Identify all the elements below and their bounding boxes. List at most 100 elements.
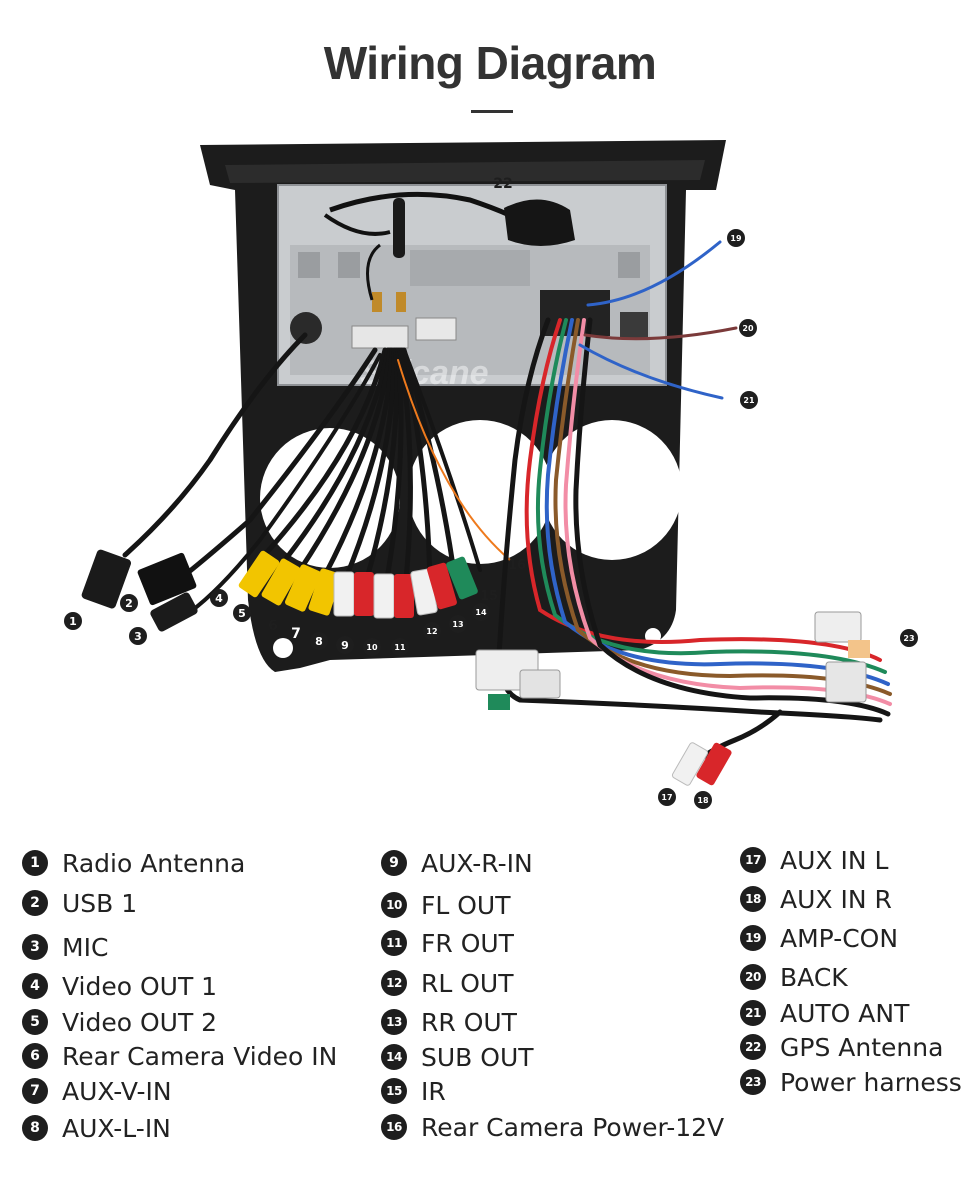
legend-label: AUX IN L [780,845,889,875]
legend-number-badge: 12 [381,970,407,996]
svg-text:5: 5 [238,607,246,620]
legend-label: AUTO ANT [780,998,910,1028]
legend-number-badge: 15 [381,1078,407,1104]
legend-label: Rear Camera Power-12V [421,1112,725,1142]
legend-item: 16 Rear Camera Power-12V [381,1112,724,1142]
legend-label: AUX-L-IN [62,1113,171,1143]
legend-label: AUX IN R [780,884,892,914]
legend-number-badge: 13 [381,1009,407,1035]
svg-text:20: 20 [742,324,754,333]
legend-number-badge: 10 [381,892,407,918]
svg-text:1: 1 [69,615,77,628]
rca-fr-out [394,574,414,618]
legend-number-badge: 7 [22,1078,48,1104]
rca-fl-out [373,573,395,619]
legend-item: 11 FR OUT [381,928,514,958]
page-title: Wiring Diagram [323,37,657,89]
legend-label: Power harness [780,1067,962,1097]
legend-number-badge: 18 [740,886,766,912]
legend-number-badge: 22 [740,1034,766,1060]
title-underline [471,110,513,113]
rca-video-out-2 [261,558,301,606]
legend-item: 17 AUX IN L [740,845,888,875]
legend-label: MIC [62,932,109,962]
legend-number-badge: 14 [381,1044,407,1070]
svg-text:11: 11 [394,643,406,652]
rca-aux-v-in [308,568,342,616]
legend-number-badge: 1 [22,850,48,876]
wiring-diagram: Seicane [64,140,918,809]
rca-aux-in-l [671,742,709,786]
gps-antenna [323,191,575,312]
rca-sub-out [446,556,478,600]
rca-video-out-1 [238,550,280,598]
svg-text:3: 3 [134,630,142,643]
legend-label: Rear Camera Video IN [62,1041,338,1071]
legend-number-badge: 8 [22,1115,48,1141]
legend-label: Video OUT 2 [62,1007,218,1037]
legend-item: 6 Rear Camera Video IN [22,1041,337,1071]
legend-item: 19 AMP-CON [740,923,898,953]
legend-label: AUX-R-IN [421,848,533,878]
legend-number-badge: 17 [740,847,766,873]
legend-number-badge: 9 [381,850,407,876]
legend-label: RR OUT [421,1007,517,1037]
svg-text:19: 19 [730,234,742,243]
legend-number-badge: 16 [381,1114,407,1140]
legend-item: 18 AUX IN R [740,884,892,914]
legend-label: FR OUT [421,928,514,958]
svg-text:10: 10 [366,643,378,652]
legend-label: IR [421,1076,446,1106]
legend-item: 23 Power harness [740,1067,962,1097]
rca-rr-out [427,562,457,610]
legend-number-badge: 20 [740,964,766,990]
legend-item: 5 Video OUT 2 [22,1007,217,1037]
rca-connectors [238,550,732,786]
legend-item: 15 IR [381,1076,446,1106]
legend-number-badge: 2 [22,890,48,916]
legend-item: 9 AUX-R-IN [381,848,533,878]
callout-labels: 1 2 3 4 5 6 7 8 9 10 11 12 13 14 15 16 1… [64,176,918,809]
rca-aux-l-in [333,571,355,617]
svg-text:22: 22 [493,176,512,192]
svg-text:9: 9 [341,639,349,652]
legend-number-badge: 19 [740,925,766,951]
cable-bundle [81,240,892,763]
svg-text:14: 14 [475,608,487,617]
legend-item: 20 BACK [740,962,848,992]
legend-item: 21 AUTO ANT [740,998,909,1028]
legend-item: 4 Video OUT 1 [22,971,217,1001]
svg-text:18: 18 [697,796,709,805]
legend-item: 8 AUX-L-IN [22,1113,171,1143]
legend-number-badge: 5 [22,1009,48,1035]
svg-text:12: 12 [426,627,437,636]
legend-item: 22 GPS Antenna [740,1032,943,1062]
svg-text:8: 8 [315,635,323,648]
legend-item: 10 FL OUT [381,890,511,920]
harness-plug-c [825,661,867,703]
legend-item: 1 Radio Antenna [22,848,245,878]
head-unit: Seicane [277,184,667,392]
legend-label: BACK [780,962,848,992]
legend-number-badge: 11 [381,930,407,956]
legend-label: SUB OUT [421,1042,534,1072]
legend-number-badge: 23 [740,1069,766,1095]
legend-number-badge: 6 [22,1043,48,1069]
legend-item: 2 USB 1 [22,888,137,918]
svg-text:6: 6 [268,618,278,634]
legend-item: 3 MIC [22,932,108,962]
legend-number-badge: 3 [22,934,48,960]
svg-text:4: 4 [215,592,223,605]
svg-text:23: 23 [903,634,914,643]
legend-label: Video OUT 1 [62,971,218,1001]
antenna-stub [393,198,405,258]
legend-number-badge: 21 [740,1000,766,1026]
legend-label: FL OUT [421,890,511,920]
rca-aux-r-in [354,572,374,616]
svg-text:17: 17 [661,793,672,802]
vent-hole-right [542,420,682,560]
svg-text:15: 15 [480,589,498,604]
legend-label: GPS Antenna [780,1032,944,1062]
svg-text:13: 13 [452,620,463,629]
harness-plug-b [814,611,862,643]
